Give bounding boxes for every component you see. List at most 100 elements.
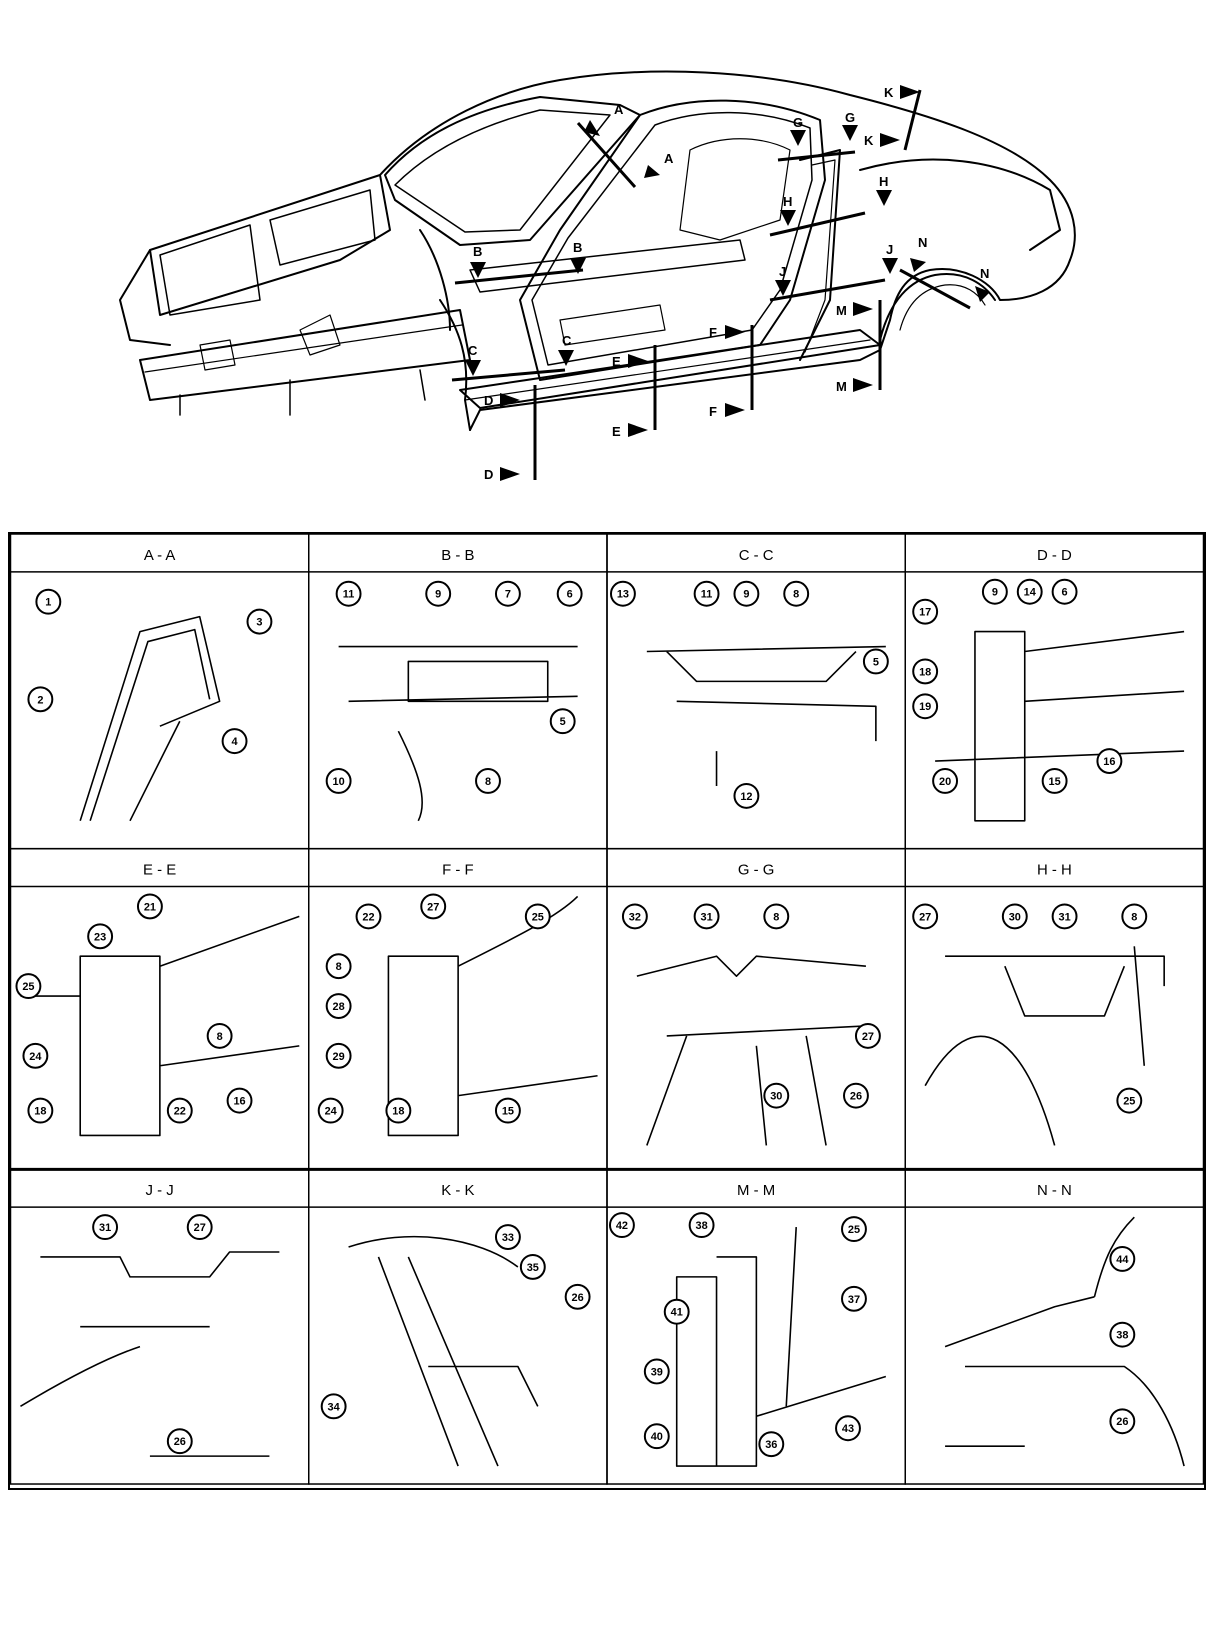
svg-text:43: 43: [842, 1423, 854, 1435]
svg-text:21: 21: [144, 901, 156, 913]
part-callout: 39: [643, 1358, 670, 1385]
part-callout: 15: [494, 1097, 521, 1124]
svg-text:24: 24: [29, 1051, 42, 1063]
svg-text:9: 9: [992, 587, 998, 599]
section-title: D - D: [1037, 547, 1072, 564]
part-callout: 9: [733, 580, 760, 607]
part-callout: 26: [564, 1283, 591, 1310]
svg-text:31: 31: [1058, 911, 1070, 923]
part-callout: 8: [783, 580, 810, 607]
part-callout: 4: [221, 728, 248, 755]
svg-text:38: 38: [696, 1220, 708, 1232]
part-callout: 13: [609, 580, 636, 607]
svg-text:36: 36: [765, 1439, 777, 1451]
svg-text:9: 9: [743, 589, 749, 601]
svg-text:24: 24: [325, 1106, 338, 1118]
part-callout: 42: [608, 1212, 635, 1239]
part-callout: 19: [912, 693, 939, 720]
part-callout: 11: [693, 580, 720, 607]
section-title: J - J: [146, 1182, 174, 1199]
svg-text:27: 27: [427, 901, 439, 913]
svg-text:20: 20: [939, 776, 951, 788]
part-callout: 38: [688, 1212, 715, 1239]
svg-text:38: 38: [1116, 1330, 1128, 1342]
svg-text:26: 26: [572, 1292, 584, 1304]
section-mark-j: J: [886, 242, 893, 257]
section-mark-n: N: [918, 235, 927, 250]
svg-text:30: 30: [1009, 911, 1021, 923]
svg-text:8: 8: [773, 911, 779, 923]
svg-text:37: 37: [848, 1294, 860, 1306]
part-callout: 18: [912, 658, 939, 685]
part-callout: 26: [166, 1428, 193, 1455]
part-callout: 24: [22, 1042, 49, 1069]
svg-text:9: 9: [435, 589, 441, 601]
part-callout: 27: [420, 893, 447, 920]
part-callout: 27: [854, 1022, 881, 1049]
part-callout: 16: [226, 1087, 253, 1114]
section-title: K - K: [441, 1182, 474, 1199]
part-callout: 21: [136, 893, 163, 920]
svg-text:25: 25: [532, 911, 544, 923]
part-callout: 25: [524, 903, 551, 930]
section-mark-d: D: [484, 393, 493, 408]
part-callout: 23: [87, 923, 114, 950]
part-callout: 26: [1109, 1408, 1136, 1435]
section-title: E - E: [143, 862, 176, 879]
part-callout: 36: [758, 1431, 785, 1458]
svg-text:18: 18: [919, 666, 931, 678]
section-title: F - F: [442, 862, 474, 879]
section-mark-e: E: [612, 354, 621, 369]
part-callout: 2: [27, 686, 54, 713]
part-callout: 31: [693, 903, 720, 930]
part-callout: 8: [763, 903, 790, 930]
part-callout: 28: [325, 993, 352, 1019]
svg-text:26: 26: [850, 1091, 862, 1103]
section-mark-k: K: [864, 133, 874, 148]
svg-text:22: 22: [174, 1106, 186, 1118]
section-mark-h: H: [879, 174, 888, 189]
section-mark-m: M: [836, 379, 847, 394]
svg-text:8: 8: [336, 961, 342, 973]
part-callout: 17: [912, 598, 939, 625]
svg-text:34: 34: [328, 1401, 341, 1413]
part-callout: 18: [27, 1097, 54, 1124]
svg-text:5: 5: [873, 656, 879, 668]
svg-text:16: 16: [1103, 756, 1115, 768]
part-callout: 30: [1001, 903, 1028, 930]
svg-text:32: 32: [629, 911, 641, 923]
svg-text:22: 22: [362, 911, 374, 923]
part-callout: 44: [1109, 1246, 1136, 1272]
part-callout: 11: [335, 580, 362, 607]
part-callout: 32: [621, 903, 648, 930]
svg-text:6: 6: [1062, 587, 1068, 599]
section-title: C - C: [739, 547, 774, 564]
part-callout: 8: [1121, 903, 1148, 930]
part-callout: 15: [1041, 768, 1068, 794]
svg-text:25: 25: [22, 981, 34, 993]
part-callout: 18: [385, 1097, 412, 1124]
svg-text:7: 7: [505, 589, 511, 601]
section-mark-m: M: [836, 303, 847, 318]
svg-text:10: 10: [333, 776, 345, 788]
part-callout: 27: [912, 903, 939, 930]
section-mark-b: B: [473, 244, 482, 259]
svg-text:18: 18: [392, 1106, 404, 1118]
svg-text:30: 30: [770, 1091, 782, 1103]
section-cell: N - N 44 38 26: [904, 1168, 1204, 1485]
section-mark-f: F: [709, 325, 717, 340]
part-callout: 33: [494, 1224, 521, 1250]
svg-text:31: 31: [99, 1222, 111, 1234]
svg-text:39: 39: [651, 1366, 663, 1378]
section-title: N - N: [1037, 1182, 1072, 1199]
section-mark-a: A: [664, 151, 674, 166]
part-callout: 10: [325, 768, 352, 794]
svg-text:8: 8: [1131, 911, 1137, 923]
svg-text:19: 19: [919, 701, 931, 713]
